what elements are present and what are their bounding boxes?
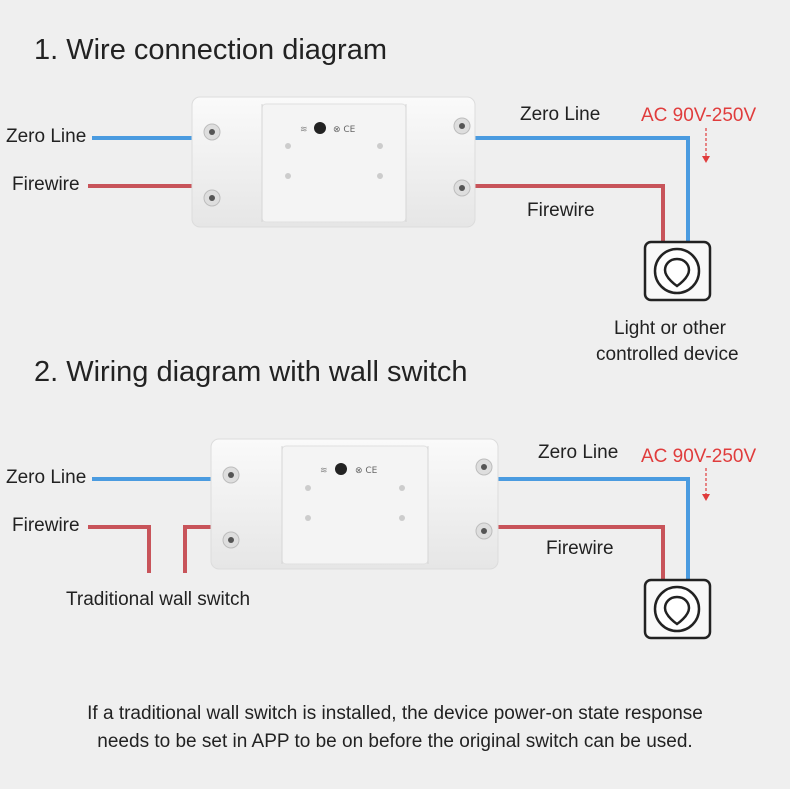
section1-title: 1. Wire connection diagram: [34, 34, 387, 66]
section2-title: 2. Wiring diagram with wall switch: [34, 356, 468, 388]
fire-wire-right-1: [472, 184, 665, 246]
section1-zero-line-label-right: Zero Line: [520, 104, 601, 125]
fire-wire-switch-2: [183, 525, 214, 573]
fire-wire-right-2: [496, 525, 665, 585]
section2-zero-line-label-right: Zero Line: [538, 442, 619, 463]
zero-wire-right-2: [496, 477, 690, 585]
section2-voltage-label: AC 90V-250V: [641, 446, 757, 467]
svg-text:⊗ CE: ⊗ CE: [355, 466, 378, 476]
smart-switch-module-2: ≋ ⊗ CE: [210, 438, 499, 570]
section2-zero-line-label-left: Zero Line: [6, 467, 87, 488]
svg-text:⊗ CE: ⊗ CE: [333, 125, 356, 135]
footer-note-line2: needs to be set in APP to be on before t…: [97, 731, 693, 752]
section2-firewire-label-left: Firewire: [12, 515, 80, 536]
zero-wire-right-1: [472, 136, 690, 246]
voltage-arrow-1: [702, 128, 710, 163]
smart-switch-module-1: ≋ ⊗ CE: [191, 96, 476, 228]
section1-device-label-line2: controlled device: [596, 344, 739, 365]
section2-firewire-label-right: Firewire: [546, 538, 614, 559]
section1-firewire-label-right: Firewire: [527, 200, 595, 221]
svg-text:≋: ≋: [320, 466, 328, 476]
fire-wire-left-2: [88, 525, 151, 573]
section1-zero-line-label-left: Zero Line: [6, 126, 87, 147]
wall-switch-label: Traditional wall switch: [66, 589, 251, 610]
footer-note-line1: If a traditional wall switch is installe…: [87, 703, 703, 724]
controlled-device-1: [643, 240, 712, 302]
section1-firewire-label-left: Firewire: [12, 174, 80, 195]
controlled-device-2: [643, 578, 712, 640]
section1-device-label-line1: Light or other: [614, 318, 726, 339]
footer-note: If a traditional wall switch is installe…: [0, 700, 790, 756]
voltage-arrow-2: [702, 468, 710, 501]
svg-text:≋: ≋: [300, 125, 308, 135]
section1-voltage-label: AC 90V-250V: [641, 105, 757, 126]
